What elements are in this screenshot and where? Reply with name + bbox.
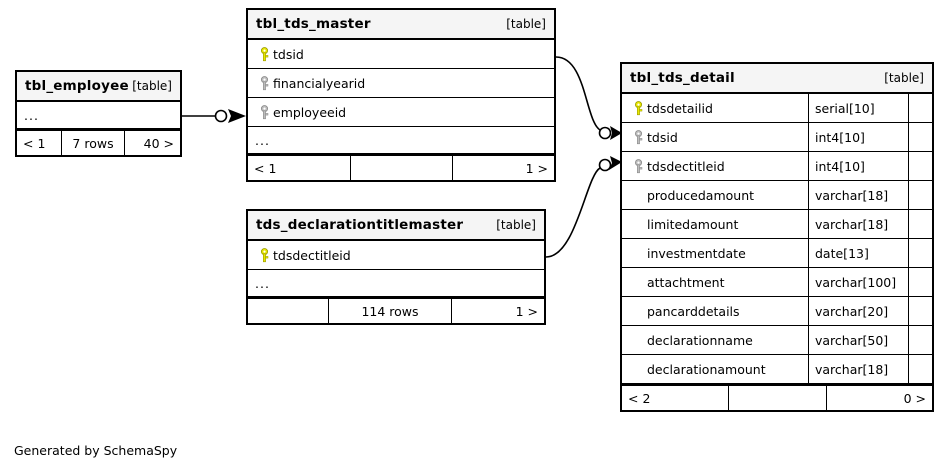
column-name: declarationamount — [647, 361, 766, 377]
table-name: tbl_tds_master — [256, 16, 371, 32]
table-row[interactable]: tdsid int4[10] — [622, 123, 932, 152]
column-name: pancarddetails — [647, 303, 740, 319]
table-type-label: [table] — [506, 17, 546, 31]
table-type-label: [table] — [496, 218, 536, 232]
footer-row-count — [728, 386, 826, 410]
table-type-label: [table] — [132, 79, 172, 93]
table-row[interactable]: financialyearid — [248, 69, 554, 98]
foreign-key-icon — [629, 158, 647, 174]
table-title-tbl-employee: tbl_employee [table] — [17, 72, 180, 102]
footer-children-count: 0 > — [826, 386, 932, 410]
footer-children-count: 40 > — [124, 131, 180, 155]
primary-key-icon — [629, 100, 647, 116]
column-type: varchar[20] — [808, 297, 908, 325]
column-type: serial[10] — [808, 94, 908, 122]
table-row[interactable]: attachtment varchar[100] — [622, 268, 932, 297]
footer-children-count: 1 > — [451, 299, 544, 323]
table-name: tds_declarationtitlemaster — [256, 217, 464, 233]
table-row[interactable]: tdsid — [248, 40, 554, 69]
column-name: tdsdectitleid — [647, 158, 725, 174]
column-name: investmentdate — [647, 245, 746, 261]
more-columns-indicator: ... — [248, 270, 544, 297]
footer-row-count: 114 rows — [328, 299, 451, 323]
table-footer-tbl-tds-master: < 1 1 > — [248, 154, 554, 180]
more-columns-indicator: ... — [248, 127, 554, 154]
column-name: tdsdetailid — [647, 100, 713, 116]
column-extra — [908, 123, 932, 151]
table-row[interactable]: declarationamount varchar[18] — [622, 355, 932, 384]
foreign-key-icon — [255, 104, 273, 120]
column-name: limitedamount — [647, 216, 739, 232]
table-name: tbl_tds_detail — [630, 70, 735, 86]
table-row[interactable]: investmentdate date[13] — [622, 239, 932, 268]
column-type: varchar[18] — [808, 181, 908, 209]
table-tds-declarationtitlemaster[interactable]: tds_declarationtitlemaster [table] tdsde… — [246, 209, 546, 325]
footer-parents-count: < 1 — [23, 135, 46, 151]
table-row[interactable]: employeeid — [248, 98, 554, 127]
table-title-tbl-tds-detail: tbl_tds_detail [table] — [622, 64, 932, 94]
table-row[interactable]: tdsdectitleid — [248, 241, 544, 270]
relationship-employee-to-master — [182, 109, 246, 123]
column-extra — [908, 355, 932, 383]
column-type: varchar[100] — [808, 268, 908, 296]
column-name: employeeid — [273, 104, 347, 120]
table-footer-tbl-tds-detail: < 2 0 > — [622, 384, 932, 410]
table-tbl-employee[interactable]: tbl_employee [table] ... < 1 7 rows 40 > — [15, 70, 182, 157]
footer-row-count: 7 rows — [61, 131, 124, 155]
table-row[interactable]: tdsdetailid serial[10] — [622, 94, 932, 123]
footer-children-count: 1 > — [452, 156, 554, 180]
column-name: producedamount — [647, 187, 755, 203]
table-type-label: [table] — [884, 71, 924, 85]
column-extra — [908, 152, 932, 180]
generated-by-credit: Generated by SchemaSpy — [14, 443, 178, 458]
table-row[interactable]: tdsdectitleid int4[10] — [622, 152, 932, 181]
table-tbl-tds-detail[interactable]: tbl_tds_detail [table] tdsdetailid seria… — [620, 62, 934, 412]
column-name: tdsid — [273, 46, 304, 62]
column-type: int4[10] — [808, 152, 908, 180]
foreign-key-icon — [255, 75, 273, 91]
column-name: financialyearid — [273, 75, 366, 91]
table-title-tds-declarationtitlemaster: tds_declarationtitlemaster [table] — [248, 211, 544, 241]
column-name: declarationname — [647, 332, 753, 348]
column-name: attachtment — [647, 274, 725, 290]
primary-key-icon — [255, 46, 273, 62]
column-extra — [908, 326, 932, 354]
table-footer-tbl-employee: < 1 7 rows 40 > — [17, 129, 180, 155]
column-extra — [908, 239, 932, 267]
table-row[interactable]: limitedamount varchar[18] — [622, 210, 932, 239]
table-footer-tds-declarationtitlemaster: 114 rows 1 > — [248, 297, 544, 323]
footer-parents-count — [248, 299, 328, 323]
table-row[interactable]: pancarddetails varchar[20] — [622, 297, 932, 326]
column-type: varchar[50] — [808, 326, 908, 354]
more-columns-indicator: ... — [17, 102, 180, 129]
relationship-titlemaster-to-detail — [545, 156, 622, 258]
table-tbl-tds-master[interactable]: tbl_tds_master [table] tdsid financialye… — [246, 8, 556, 182]
column-name: tdsdectitleid — [273, 247, 351, 263]
table-row[interactable]: declarationname varchar[50] — [622, 326, 932, 355]
column-type: varchar[18] — [808, 210, 908, 238]
column-extra — [908, 210, 932, 238]
column-type: varchar[18] — [808, 355, 908, 383]
column-extra — [908, 297, 932, 325]
footer-parents-count: < 1 — [254, 160, 277, 176]
table-name: tbl_employee — [25, 78, 129, 94]
column-name: tdsid — [647, 129, 678, 145]
table-row[interactable]: producedamount varchar[18] — [622, 181, 932, 210]
column-type: int4[10] — [808, 123, 908, 151]
column-extra — [908, 94, 932, 122]
footer-row-count — [350, 156, 452, 180]
primary-key-icon — [255, 247, 273, 263]
relationship-master-to-detail — [555, 56, 622, 140]
column-extra — [908, 268, 932, 296]
footer-parents-count: < 2 — [628, 390, 651, 406]
column-extra — [908, 181, 932, 209]
foreign-key-icon — [629, 129, 647, 145]
table-title-tbl-tds-master: tbl_tds_master [table] — [248, 10, 554, 40]
column-type: date[13] — [808, 239, 908, 267]
